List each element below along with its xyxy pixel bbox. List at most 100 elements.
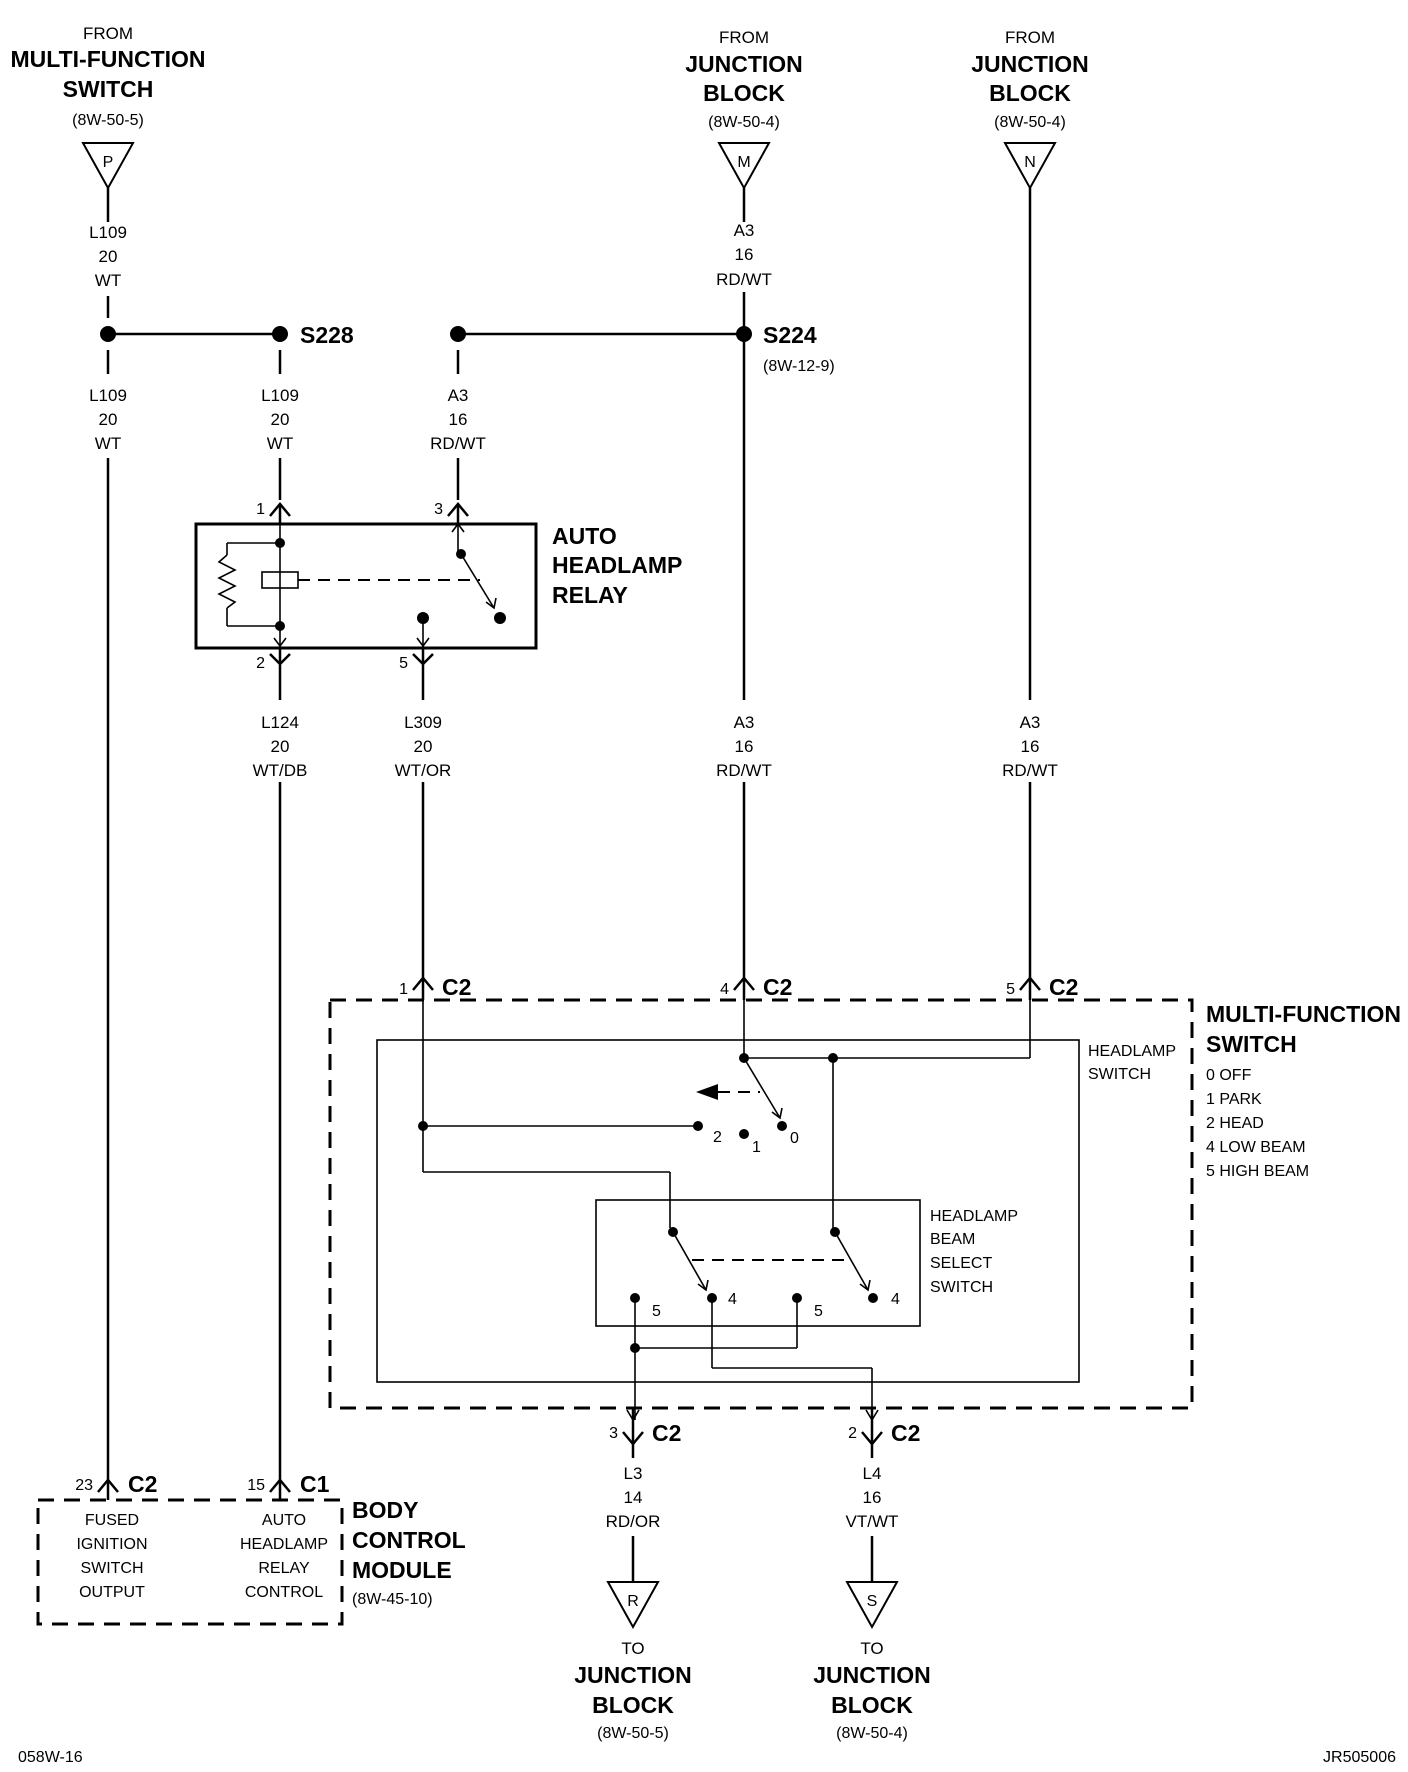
bcm-relay-control-line1: AUTO: [262, 1512, 306, 1529]
dest-s-connector-icon: [845, 1581, 899, 1630]
beam-select-pos-5a: 5: [652, 1303, 661, 1320]
beam-select-label-line1: HEADLAMP: [930, 1208, 1018, 1225]
source-p-ref: (8W-50-5): [72, 112, 144, 129]
bcm-name-line1: BODY: [352, 1497, 418, 1523]
wire-circuit: L109: [261, 386, 299, 405]
mfs-pin-3: 3: [609, 1425, 618, 1442]
bcm-name-line2: CONTROL: [352, 1527, 466, 1553]
bcm-ref: (8W-45-10): [352, 1591, 433, 1608]
source-multi-function-switch: FROM MULTI-FUNCTION SWITCH (8W-50-5) P: [10, 24, 206, 191]
source-p-name-line2: SWITCH: [63, 76, 154, 102]
connector-pin-icon: [861, 1431, 883, 1446]
beam-select-label-line2: BEAM: [930, 1231, 975, 1248]
source-p-name-line1: MULTI-FUNCTION: [10, 46, 205, 72]
bcm-boundary: [36, 1498, 344, 1626]
dest-r-id: R: [627, 1593, 639, 1610]
mfs-pin-4: 4: [720, 981, 729, 998]
beam-select-label-line3: SELECT: [930, 1255, 992, 1272]
resistor-icon: [217, 554, 237, 609]
source-junction-block-m: FROM JUNCTION BLOCK (8W-50-4) M: [685, 28, 803, 191]
source-n-name-line2: BLOCK: [989, 80, 1071, 106]
mfs-position-0: 0 OFF: [1206, 1067, 1252, 1084]
relay-pin-1: 1: [256, 501, 265, 518]
source-m-connector-icon: [717, 142, 771, 191]
bcm-relay-control-line2: HEADLAMP: [240, 1536, 328, 1553]
relay-name-line2: HEADLAMP: [552, 552, 682, 578]
beam-select-pos-5b: 5: [814, 1303, 823, 1320]
wire-label-l109-top: L109 20 WT: [89, 223, 127, 290]
headlamp-switch-pos-0: 0: [790, 1130, 799, 1147]
mfs-pin-1: 1: [399, 981, 408, 998]
mfs-position-5: 5 HIGH BEAM: [1206, 1163, 1309, 1180]
headlamp-switch-pos-2: 2: [713, 1129, 722, 1146]
headlamp-switch-body: [376, 1039, 1080, 1383]
headlamp-switch-label-line2: SWITCH: [1088, 1066, 1151, 1083]
dest-s-ref: (8W-50-4): [836, 1725, 908, 1742]
source-n-name-line1: JUNCTION: [971, 51, 1089, 77]
dest-r-name-line2: BLOCK: [592, 1692, 674, 1718]
wire-color: RD/WT: [716, 270, 772, 289]
dest-r-connector-icon: [606, 1581, 660, 1630]
beam-select-label-line4: SWITCH: [930, 1279, 993, 1296]
footer-image-id: JR505006: [1323, 1749, 1396, 1766]
wire-label-a3-right: A3 16 RD/WT: [1002, 713, 1058, 780]
splice-s228-dot: [272, 326, 288, 342]
beam-select-switch-body: [595, 1199, 921, 1327]
wire-color: RD/WT: [1002, 761, 1058, 780]
auto-headlamp-relay: 1 3 2 5 AUTO HEADLAMP REL: [194, 501, 682, 672]
wire-color: RD/WT: [716, 761, 772, 780]
wire-circuit: L109: [89, 223, 127, 242]
source-m-from: FROM: [719, 28, 769, 47]
wire-color: WT: [267, 434, 293, 453]
source-p-from: FROM: [83, 24, 133, 43]
wire-color: WT/OR: [395, 761, 452, 780]
wire-label-l4: L4 16 VT/WT: [846, 1464, 899, 1531]
splice-dot: [450, 326, 466, 342]
multi-function-switch: 1 C2 4 C2 5 C2 2 1 0 HEADLAMP SWIT: [328, 970, 1401, 1446]
wire-gauge: 16: [735, 245, 754, 264]
connector-pin-icon: [622, 1431, 644, 1446]
beam-select-arm: [834, 1231, 869, 1291]
source-m-ref: (8W-50-4): [708, 114, 780, 131]
dest-s-to: TO: [860, 1639, 883, 1658]
wire-label-a3-top: A3 16 RD/WT: [716, 221, 772, 289]
wire-gauge: 16: [1021, 737, 1040, 756]
mfs-position-1: 1 PARK: [1206, 1091, 1262, 1108]
dest-s-name-line2: BLOCK: [831, 1692, 913, 1718]
bcm-name-line3: MODULE: [352, 1557, 452, 1583]
dest-s-id: S: [867, 1593, 878, 1610]
mfs-position-2: 2 HEAD: [1206, 1115, 1264, 1132]
wire-circuit: L3: [624, 1464, 643, 1483]
mfs-connector-c2: C2: [1049, 974, 1078, 1000]
source-p-connector-icon: [81, 142, 135, 191]
headlamp-switch-arm: [743, 1057, 781, 1119]
relay-pin-5: 5: [399, 655, 408, 672]
source-n-connector-icon: [1003, 142, 1057, 191]
wire-gauge: 14: [624, 1488, 643, 1507]
body-control-module: 23 C2 15 C1 FUSED IGNITION SWITCH OUTPUT…: [36, 1471, 466, 1626]
relay-name-line3: RELAY: [552, 582, 628, 608]
wire-circuit: L124: [261, 713, 299, 732]
splice-dot: [100, 326, 116, 342]
wire-circuit: L309: [404, 713, 442, 732]
wire-gauge: 20: [99, 410, 118, 429]
beam-select-pos-4a: 4: [728, 1291, 737, 1308]
wire-color: WT/DB: [253, 761, 308, 780]
source-m-id: M: [737, 154, 750, 171]
mfs-connector-c2: C2: [763, 974, 792, 1000]
relay-switch-arm: [460, 553, 495, 609]
wires: [106, 188, 1032, 1582]
wire-color: WT: [95, 271, 121, 290]
dest-s-name-line1: JUNCTION: [813, 1662, 931, 1688]
wire-gauge: 16: [449, 410, 468, 429]
wire-color: WT: [95, 434, 121, 453]
splice-s224-dot: [736, 326, 752, 342]
splice-s228-label: S228: [300, 322, 354, 348]
wire-circuit: A3: [1020, 713, 1041, 732]
footer-figure-code: 058W-16: [18, 1749, 83, 1766]
source-junction-block-n: FROM JUNCTION BLOCK (8W-50-4) N: [971, 28, 1089, 191]
wire-label-l3: L3 14 RD/OR: [606, 1464, 661, 1531]
wire-circuit: L109: [89, 386, 127, 405]
mfs-connector-c2: C2: [891, 1420, 920, 1446]
